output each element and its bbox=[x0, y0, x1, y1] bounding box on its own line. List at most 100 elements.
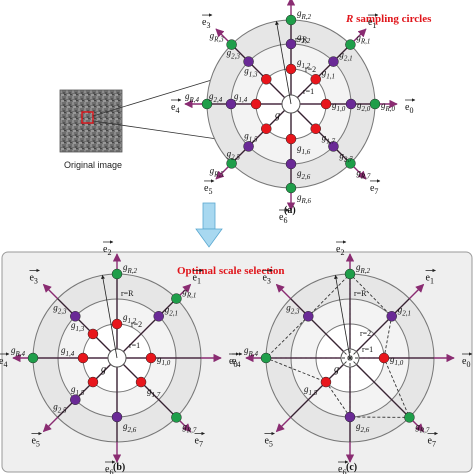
sample-label-gR-4-main: g bbox=[185, 91, 190, 101]
axis-label-e7: e7 bbox=[428, 436, 436, 449]
sample-point-g1-2 bbox=[111, 318, 123, 330]
axis-label-e4-main: e bbox=[0, 356, 4, 367]
original-image-highlight bbox=[81, 111, 94, 124]
axis-label-e1-main: e bbox=[193, 272, 198, 283]
center-label: g bbox=[101, 364, 106, 375]
sample-label-g1-0-main: g bbox=[157, 354, 162, 364]
axis-label-e3: e3 bbox=[202, 17, 210, 30]
sample-label-g1-0: g1,0 bbox=[332, 100, 346, 113]
axis-label-e1-main: e bbox=[368, 17, 373, 28]
sample-label-gR-6-sub: R,6 bbox=[301, 197, 312, 205]
sample-point-g2-7 bbox=[328, 141, 339, 152]
sample-point-g1-7 bbox=[135, 376, 147, 388]
sample-label-gR-2: gR,2 bbox=[356, 262, 371, 275]
axis-label-e7-sub: 7 bbox=[199, 440, 203, 449]
axis-label-e0-sub: 0 bbox=[466, 360, 470, 369]
sample-point-g1-1 bbox=[310, 74, 321, 85]
axis-label-e7: e7 bbox=[195, 436, 203, 449]
sample-label-g1-4-main: g bbox=[234, 91, 239, 101]
sample-point-g2-0 bbox=[345, 98, 357, 110]
axis-label-e5: e5 bbox=[204, 183, 212, 196]
axis-label-e1-sub: 1 bbox=[430, 276, 434, 285]
panel-a-caption: (a) bbox=[284, 205, 296, 216]
axis-label-e7-main: e bbox=[195, 436, 200, 447]
sample-point-g1-4 bbox=[250, 98, 262, 110]
top-title-italic: R bbox=[345, 13, 353, 25]
axis-label-e4-sub: 4 bbox=[236, 360, 240, 369]
sample-point-g1-2 bbox=[285, 63, 297, 75]
original-image bbox=[59, 89, 123, 153]
sample-label-gR-4: gR,4 bbox=[244, 345, 259, 358]
sample-label-g2-1: g2,1 bbox=[398, 304, 411, 317]
sample-point-gR-7 bbox=[345, 158, 356, 169]
sample-label-gR-5-sub: R,5 bbox=[213, 170, 224, 178]
radius-label-R: r=R bbox=[295, 35, 308, 44]
sample-label-g2-1-sub: 2,1 bbox=[344, 55, 353, 63]
sample-label-gR-7: gR,7 bbox=[182, 421, 197, 434]
sample-label-gR-2-main: g bbox=[123, 262, 128, 272]
sample-point-g1-0 bbox=[320, 98, 332, 110]
sample-point-gR-4 bbox=[201, 98, 213, 110]
sample-label-g1-2-sub: 1,2 bbox=[128, 317, 137, 325]
axis-label-e5-main: e bbox=[31, 436, 36, 447]
radius-arrow-R bbox=[101, 274, 118, 359]
sample-label-g2-5: g2,5 bbox=[53, 402, 67, 415]
sample-point-g2-3 bbox=[243, 56, 254, 67]
sample-label-g2-5-main: g bbox=[53, 402, 58, 412]
sample-label-gR-4: gR,4 bbox=[11, 345, 26, 358]
sample-label-gR-2-sub: R,2 bbox=[127, 267, 138, 275]
sample-label-g2-5-main: g bbox=[227, 148, 232, 158]
axis-label-e2-main: e bbox=[336, 244, 341, 255]
axis-label-e4-main: e bbox=[232, 356, 237, 367]
sample-point-g2-5 bbox=[70, 394, 81, 405]
sample-label-g1-7: g1,7 bbox=[322, 133, 336, 146]
axis-label-e1: e1 bbox=[193, 272, 201, 285]
sample-label-g1-0: g1,0 bbox=[157, 354, 171, 367]
sample-label-g2-1-main: g bbox=[339, 50, 344, 60]
sample-label-g2-6-main: g bbox=[356, 421, 361, 431]
sample-label-g1-3-sub: 1,3 bbox=[75, 325, 84, 333]
sample-label-gR-1-main: g bbox=[356, 33, 361, 43]
sample-point-g2-6 bbox=[344, 411, 356, 423]
sample-label-gR-3: gR,3 bbox=[210, 31, 225, 44]
axis-label-e4: e4 bbox=[0, 356, 7, 369]
sample-label-gR-7: gR,7 bbox=[415, 421, 430, 434]
sample-point-gR-3 bbox=[226, 39, 237, 50]
sample-point-gR-0 bbox=[369, 98, 381, 110]
sample-label-g1-5: g1,5 bbox=[244, 131, 258, 144]
axis-label-e6: e6 bbox=[279, 212, 287, 225]
sample-label-g1-4-sub: 1,4 bbox=[66, 350, 75, 358]
sample-label-g2-1: g2,1 bbox=[165, 304, 178, 317]
sample-point-g1-0 bbox=[378, 352, 390, 364]
sample-label-g1-7-sub: 1,7 bbox=[326, 138, 335, 146]
sample-label-gR-0-main: g bbox=[381, 100, 386, 110]
sample-label-g2-6-main: g bbox=[297, 168, 302, 178]
axis-label-e7-main: e bbox=[428, 436, 433, 447]
radius-label-2: r=2 bbox=[305, 65, 316, 74]
sample-point-gR-7 bbox=[171, 412, 182, 423]
sample-label-g2-6-sub: 2,6 bbox=[128, 426, 137, 434]
sample-label-g2-3-sub: 2,3 bbox=[58, 307, 67, 315]
sample-label-g2-0-sub: 2,0 bbox=[362, 105, 371, 113]
sample-label-g2-3-sub: 2,3 bbox=[291, 307, 300, 315]
sample-label-g2-4-main: g bbox=[209, 91, 214, 101]
sample-label-g2-3: g2,3 bbox=[286, 302, 300, 315]
sample-point-g1-5 bbox=[87, 376, 99, 388]
sample-point-gR-2 bbox=[285, 14, 297, 26]
axis-label-e1-sub: 1 bbox=[197, 276, 201, 285]
radius-label-R: r=R bbox=[354, 289, 367, 298]
sample-label-g2-7: g2,7 bbox=[339, 150, 353, 163]
sample-label-g2-5: g2,5 bbox=[227, 148, 241, 161]
sample-point-g1-5 bbox=[261, 123, 272, 134]
dashed-link-5 bbox=[325, 357, 351, 383]
axis-label-e2: e2 bbox=[336, 244, 344, 257]
axis-label-e3: e3 bbox=[29, 272, 37, 285]
original-image-caption: Original image bbox=[64, 160, 122, 170]
axis-label-e7: e7 bbox=[370, 183, 378, 196]
axis-label-e3: e3 bbox=[262, 272, 270, 285]
spoke-7 bbox=[290, 103, 351, 164]
axis-label-e2-main: e bbox=[103, 244, 108, 255]
sample-label-g2-7-sub: 2,7 bbox=[344, 155, 353, 163]
sample-point-g1-6 bbox=[285, 133, 297, 145]
sample-label-g1-4-main: g bbox=[61, 345, 66, 355]
